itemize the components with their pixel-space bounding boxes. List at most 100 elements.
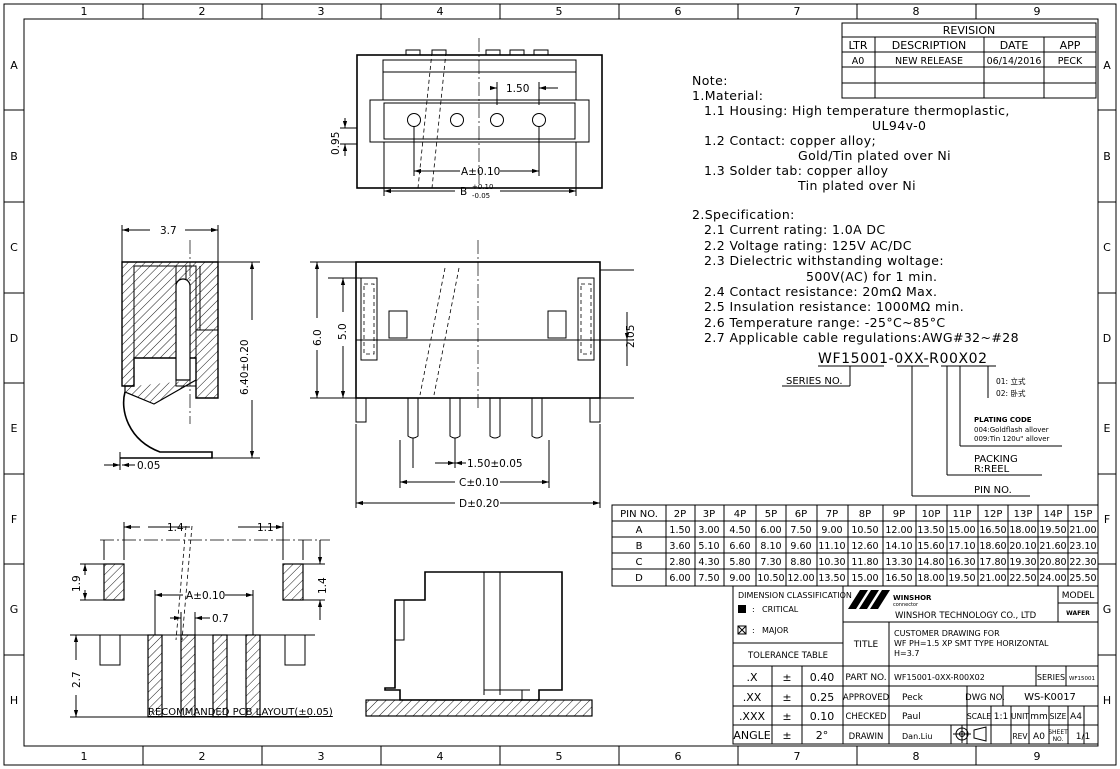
- reel-label: R:REEL: [974, 464, 1010, 475]
- col-label-bottom: 6: [675, 750, 682, 763]
- row-label-right: D: [1103, 332, 1111, 345]
- pin-table-cell: 6.00: [760, 525, 781, 536]
- tol-cell: 0.25: [810, 691, 835, 704]
- pin-table-header: 11P: [953, 509, 972, 520]
- dim-pcb-14a: 1.4: [167, 522, 184, 534]
- note-line: UL94v-0: [872, 118, 926, 133]
- row-label-right: E: [1104, 422, 1111, 435]
- revision-title: REVISION: [943, 24, 995, 37]
- dim-top-a: A±0.10: [461, 166, 500, 178]
- pin-table-cell: 8.80: [790, 557, 811, 568]
- tol-cell: ±: [782, 671, 791, 684]
- dim-front-pitch: 1.50±0.05: [467, 458, 523, 470]
- dim-front-d: D±0.20: [459, 498, 499, 510]
- note-line: Tin plated over Ni: [797, 178, 916, 193]
- checked-label: CHECKED: [845, 712, 887, 722]
- pin-table-cell: 21.00: [1069, 525, 1096, 536]
- col-label-bottom: 4: [437, 750, 444, 763]
- plating-code-2: 009:Tin 120u" allover: [974, 435, 1050, 443]
- pin-table-cell: C: [636, 557, 643, 568]
- pin-table-cell: 19.50: [948, 573, 975, 584]
- revision-header: DATE: [1000, 39, 1029, 52]
- row-label-right: G: [1103, 603, 1112, 616]
- option-01: 01: 立式: [996, 376, 1026, 386]
- tol-cell: .XX: [743, 691, 762, 704]
- pin-table-header: 10P: [922, 509, 941, 520]
- pin-table-cell: 12.00: [787, 573, 814, 584]
- row-label-left: C: [10, 241, 18, 254]
- pin-table-header: 7P: [826, 509, 838, 520]
- part-no-label: PART NO.: [845, 673, 886, 683]
- dim-side-640: 6.40±0.20: [239, 339, 251, 395]
- pin-table-cell: 17.80: [979, 557, 1006, 568]
- mounted-side-view: [365, 571, 593, 717]
- pin-table-header: PIN NO.: [620, 509, 658, 520]
- pin-table-cell: 15.60: [917, 541, 944, 552]
- pin-table-cell: D: [635, 573, 643, 584]
- col-label-top: 9: [1034, 5, 1041, 18]
- pin-table-cell: 10.30: [818, 557, 845, 568]
- revision-cell: A0: [852, 56, 865, 67]
- dim-front-50: 5.0: [337, 323, 349, 340]
- col-label-top: 3: [318, 5, 325, 18]
- dim-classification-label: DIMENSION CLASSIFICATION: [738, 591, 852, 600]
- series-value: WF15001: [1069, 676, 1095, 682]
- note-line: 2.2 Voltage rating: 125V AC/DC: [704, 238, 912, 253]
- tol-cell: ±: [782, 691, 791, 704]
- dim-top-b-tol-dn: -0.05: [472, 192, 490, 200]
- pin-table-cell: 13.30: [885, 557, 912, 568]
- part-code: WF15001-0XX-R00X02: [818, 351, 988, 367]
- pin-table-cell: 6.60: [729, 541, 750, 552]
- pin-table-cell: 8.10: [760, 541, 781, 552]
- revision-header: APP: [1060, 39, 1081, 52]
- pin-table-cell: 22.30: [1069, 557, 1096, 568]
- note-line: 2.4 Contact resistance: 20mΩ Max.: [704, 284, 937, 299]
- pin-table-cell: 15.00: [948, 525, 975, 536]
- dim-pcb-07: 0.7: [212, 613, 229, 625]
- pin-table-header: 2P: [674, 509, 686, 520]
- pin-table-header: 6P: [795, 509, 807, 520]
- note-line: 2.Specification:: [692, 207, 795, 222]
- pin-table-header: 14P: [1044, 509, 1063, 520]
- dim-front-c: C±0.10: [459, 477, 499, 489]
- pin-table-cell: 5.10: [698, 541, 719, 552]
- pin-table-cell: 12.60: [851, 541, 878, 552]
- pin-table-cell: 16.50: [885, 573, 912, 584]
- pin-table-cell: B: [636, 541, 643, 552]
- col-label-bottom: 2: [199, 750, 206, 763]
- row-label-left: D: [10, 332, 18, 345]
- col-label-top: 1: [81, 5, 88, 18]
- pin-table-header: 15P: [1074, 509, 1093, 520]
- title-line-2: WF PH=1.5 XP SMT TYPE HORIZONTAL: [894, 639, 1049, 648]
- pin-table-cell: A: [636, 525, 643, 536]
- company-name: WINSHOR TECHNOLOGY CO., LTD: [895, 611, 1037, 621]
- col-label-bottom: 5: [556, 750, 563, 763]
- pin-table-header: 8P: [859, 509, 871, 520]
- row-label-left: F: [11, 513, 17, 526]
- revision-header: DESCRIPTION: [892, 39, 966, 52]
- unit-label: UNIT: [1011, 712, 1029, 721]
- dwg-no-label: DWG NO.: [965, 693, 1005, 703]
- pin-table-cell: 21.60: [1039, 541, 1066, 552]
- part-code-breakdown: WF15001-0XX-R00X02 SERIES NO. 01: 立式 02:…: [782, 351, 1062, 497]
- dim-top-b: B: [460, 186, 467, 198]
- scale-value: 1:1: [994, 712, 1008, 722]
- tol-cell: ±: [782, 729, 791, 742]
- option-02: 02: 卧式: [996, 388, 1026, 398]
- row-label-right: B: [1103, 150, 1111, 163]
- dim-pcb-19: 1.9: [71, 575, 83, 592]
- note-line: 2.7 Applicable cable regulations:AWG#32~…: [704, 330, 1019, 345]
- sheet-label-2: NO.: [1053, 736, 1064, 743]
- pin-table-cell: 10.50: [757, 573, 784, 584]
- pin-table-cell: 24.00: [1039, 573, 1066, 584]
- scale-label: SCALE: [967, 712, 991, 721]
- pin-table-cell: 13.50: [917, 525, 944, 536]
- note-line: 1.3 Solder tab: copper alloy: [704, 163, 889, 178]
- note-line: 1.Material:: [692, 88, 763, 103]
- pin-table-cell: 13.50: [818, 573, 845, 584]
- tol-cell: ANGLE: [733, 729, 770, 742]
- pin-table-cell: 9.00: [729, 573, 750, 584]
- revision-table: REVISION LTR DESCRIPTION DATE APP A0 NEW…: [841, 22, 1097, 99]
- company-logo: WINSHOR connector: [848, 590, 932, 609]
